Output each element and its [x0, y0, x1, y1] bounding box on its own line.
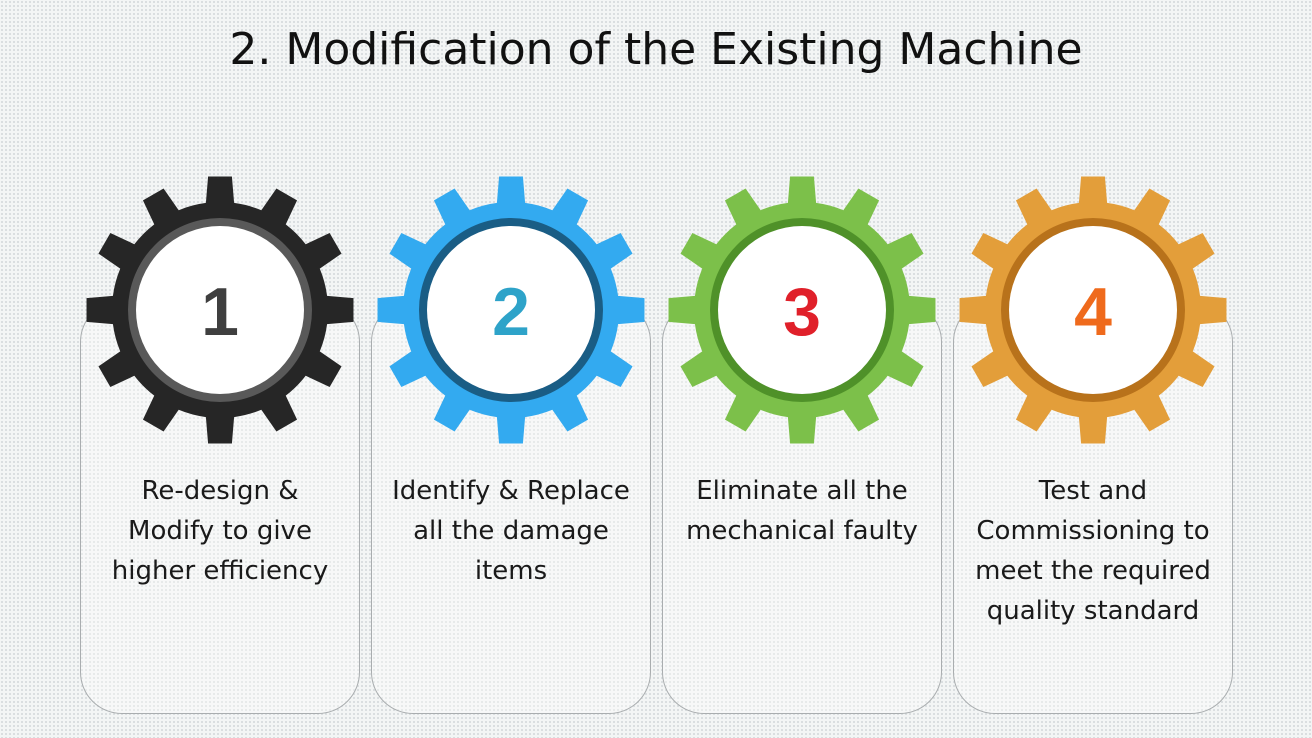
step-3-text: Eliminate all the mechanical faulty: [686, 476, 918, 546]
gear-icon-1: 1: [84, 174, 356, 446]
gear-face-2: [427, 226, 595, 394]
step-number-1: 1: [201, 274, 239, 350]
gear-face-4: [1009, 226, 1177, 394]
gear-face-3: [718, 226, 886, 394]
gear-icon-3: 3: [666, 174, 938, 446]
gear-icon-2: 2: [375, 174, 647, 446]
gear-face-1: [136, 226, 304, 394]
step-1-text: Re-design & Modify to give higher effici…: [111, 476, 329, 586]
step-number-2: 2: [492, 274, 530, 350]
step-number-3: 3: [783, 274, 821, 350]
gear-icon-4: 4: [957, 174, 1229, 446]
step-4-text: Test and Commissioning to meet the requi…: [975, 476, 1211, 626]
step-number-4: 4: [1074, 274, 1112, 350]
slide-title: 2. Modification of the Existing Machine: [229, 24, 1083, 75]
step-2-text: Identify & Replace all the damage items: [392, 476, 630, 586]
